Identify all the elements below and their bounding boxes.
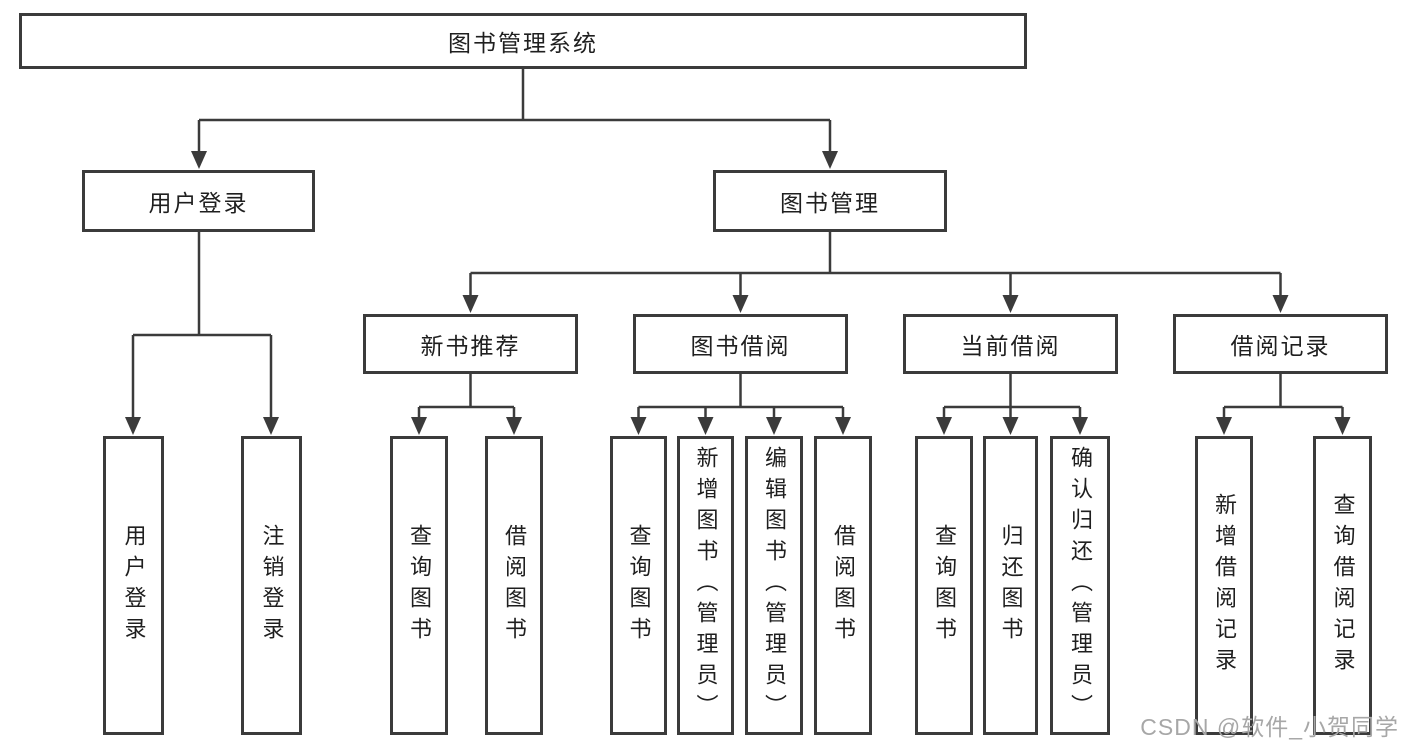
leaf-edit-books-admin: 编辑图书（管理员） (745, 436, 803, 735)
node-borrowing-records: 借阅记录 (1173, 314, 1388, 374)
node-label: 图书管理系统 (448, 30, 598, 56)
node-book-borrowing: 图书借阅 (633, 314, 848, 374)
watermark: CSDN @软件_小贺同学 (1140, 714, 1399, 740)
node-book-management: 图书管理 (713, 170, 947, 232)
node-label: 注销登录 (259, 523, 285, 648)
node-label: 用户登录 (121, 523, 147, 648)
node-label: 查询借阅记录 (1330, 492, 1356, 679)
node-current-borrowing: 当前借阅 (903, 314, 1118, 374)
node-user-login: 用户登录 (82, 170, 315, 232)
leaf-query-borrow-record: 查询借阅记录 (1313, 436, 1372, 735)
leaf-add-borrow-record: 新增借阅记录 (1195, 436, 1253, 735)
node-label: 借阅图书 (502, 523, 527, 648)
node-label: 借阅图书 (831, 523, 856, 648)
node-label: 图书管理 (780, 190, 880, 216)
node-label: 编辑图书（管理员） (762, 446, 787, 725)
node-label: 新增借阅记录 (1212, 492, 1237, 679)
node-root: 图书管理系统 (19, 13, 1027, 69)
leaf-logout-login: 注销登录 (241, 436, 302, 735)
node-label: 查询图书 (626, 523, 652, 648)
leaf-query-books-current: 查询图书 (915, 436, 973, 735)
leaf-query-books-recommend: 查询图书 (390, 436, 448, 735)
leaf-borrow-books-recommend: 借阅图书 (485, 436, 543, 735)
leaf-confirm-return-admin: 确认归还（管理员） (1050, 436, 1110, 735)
leaf-user-login: 用户登录 (103, 436, 164, 735)
node-label: 新书推荐 (420, 333, 521, 359)
node-label: 新增图书（管理员） (693, 446, 719, 725)
leaf-return-books: 归还图书 (983, 436, 1038, 735)
node-label: 查询图书 (407, 523, 432, 648)
node-label: 查询图书 (932, 523, 957, 648)
leaf-borrow-books-borrowing: 借阅图书 (814, 436, 872, 735)
leaf-add-books-admin: 新增图书（管理员） (677, 436, 734, 735)
node-label: 用户登录 (148, 190, 249, 216)
node-new-book-recommend: 新书推荐 (363, 314, 578, 374)
node-label: 确认归还（管理员） (1068, 446, 1093, 725)
leaf-query-books-borrowing: 查询图书 (610, 436, 667, 735)
node-label: 归还图书 (998, 523, 1024, 648)
node-label: 借阅记录 (1230, 333, 1331, 359)
node-label: 图书借阅 (690, 333, 791, 359)
node-label: 当前借阅 (960, 333, 1061, 359)
